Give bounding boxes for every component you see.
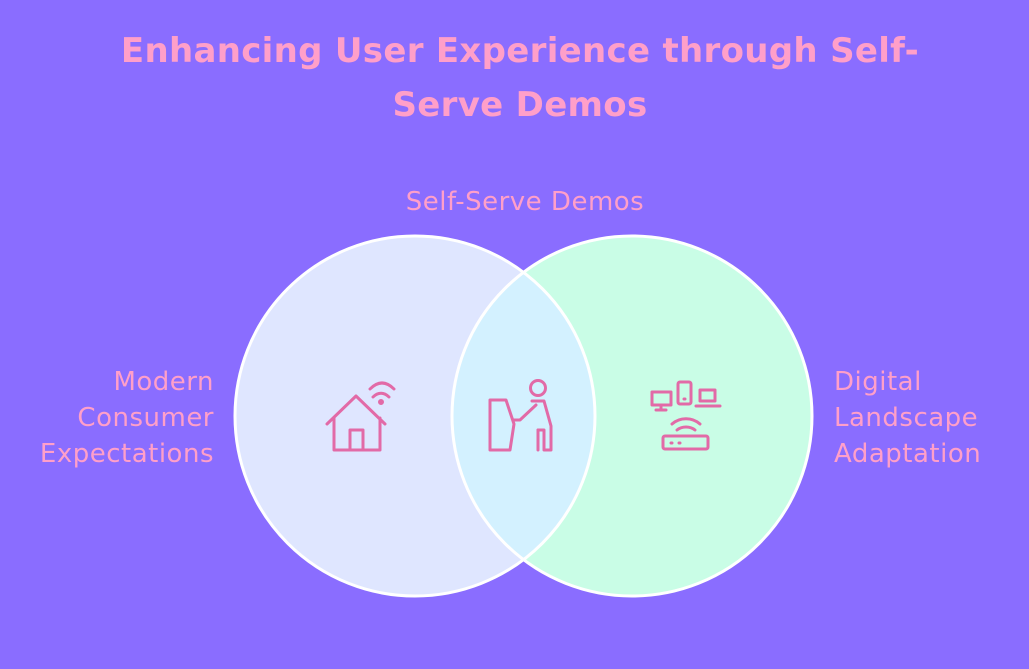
connected-devices-icon	[650, 380, 722, 451]
smart-home-icon	[325, 381, 396, 452]
diagram-title: Enhancing User Experience through Self-S…	[120, 31, 920, 125]
right-circle-outline	[450, 234, 814, 598]
top-label-self-serve-demos: Self-Serve Demos	[405, 187, 645, 217]
left-label-modern-consumer-expectations: Modern Consumer Expectations	[39, 367, 214, 469]
overlap-region	[452, 236, 595, 596]
right-label-digital-landscape-adaptation: Digital Landscape Adaptation	[834, 367, 982, 469]
kiosk-user-icon	[488, 379, 553, 452]
left-circle-outline	[233, 234, 597, 598]
